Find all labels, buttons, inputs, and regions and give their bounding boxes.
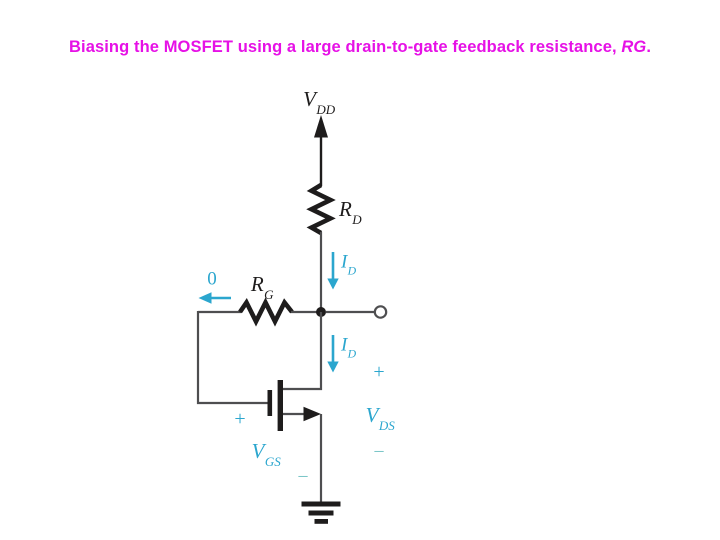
output-terminal-icon bbox=[373, 305, 388, 319]
ground-bar-1 bbox=[301, 501, 341, 507]
title-suffix: . bbox=[646, 38, 651, 56]
slide-title: Biasing the MOSFET using a large drain-t… bbox=[0, 37, 720, 57]
vds-minus-sign: − bbox=[373, 441, 385, 463]
id-upper-sub: D bbox=[347, 264, 357, 278]
mosfet-symbol bbox=[267, 380, 321, 431]
vds-base: V bbox=[365, 402, 379, 427]
wire-feedback-to-gate bbox=[196, 311, 268, 405]
rg-base: R bbox=[250, 271, 264, 296]
vds-sub: DS bbox=[378, 417, 395, 433]
id-upper-base: I bbox=[341, 251, 348, 273]
ground-bar-3 bbox=[314, 519, 328, 524]
mosfet-channel-bar bbox=[277, 380, 283, 431]
id-lower-base: I bbox=[341, 334, 348, 356]
rd-base: R bbox=[339, 196, 352, 221]
vgs-sub: GS bbox=[264, 453, 281, 469]
wire-node-to-drain bbox=[283, 312, 323, 391]
drain-current-arrow-upper bbox=[327, 252, 339, 290]
rg-sub: G bbox=[264, 286, 274, 302]
rd-sub: D bbox=[352, 211, 362, 227]
rd-label: RD bbox=[339, 196, 362, 227]
id-lower-label: ID bbox=[341, 334, 357, 361]
vgs-base: V bbox=[251, 438, 265, 463]
vdd-supply-arrow bbox=[314, 115, 328, 186]
mosfet-source-arrowhead-icon bbox=[303, 406, 321, 422]
title-text: Biasing the MOSFET using a large drain-t… bbox=[69, 38, 622, 56]
zero-current-label: 0 bbox=[207, 268, 217, 290]
vds-plus-sign: + bbox=[373, 361, 385, 383]
ground-bar-2 bbox=[308, 510, 334, 516]
ground-symbol-icon bbox=[301, 501, 341, 524]
zero-arrowhead-icon bbox=[198, 292, 212, 304]
id-upper-arrowhead-icon bbox=[327, 278, 339, 290]
id-upper-label: ID bbox=[341, 251, 357, 278]
vdd-label: VDD bbox=[303, 86, 336, 117]
vgs-minus-sign: − bbox=[297, 466, 309, 488]
mosfet-gate-bar bbox=[267, 390, 273, 416]
vdd-arrowhead-icon bbox=[314, 115, 328, 138]
vgs-label: VGS bbox=[251, 438, 281, 469]
zero-current-arrow bbox=[198, 292, 231, 304]
rg-label: RG bbox=[250, 271, 274, 302]
resistor-rg-symbol bbox=[238, 297, 294, 327]
vdd-base: V bbox=[303, 86, 317, 111]
id-lower-sub: D bbox=[347, 347, 357, 361]
resistor-rd-symbol bbox=[306, 183, 336, 235]
vds-label: VDS bbox=[365, 402, 395, 433]
vdd-sub: DD bbox=[316, 101, 336, 117]
vgs-plus-sign: + bbox=[234, 408, 246, 430]
id-lower-arrowhead-icon bbox=[327, 361, 339, 373]
title-emphasis: RG bbox=[621, 38, 647, 56]
drain-current-arrow-lower bbox=[327, 335, 339, 373]
